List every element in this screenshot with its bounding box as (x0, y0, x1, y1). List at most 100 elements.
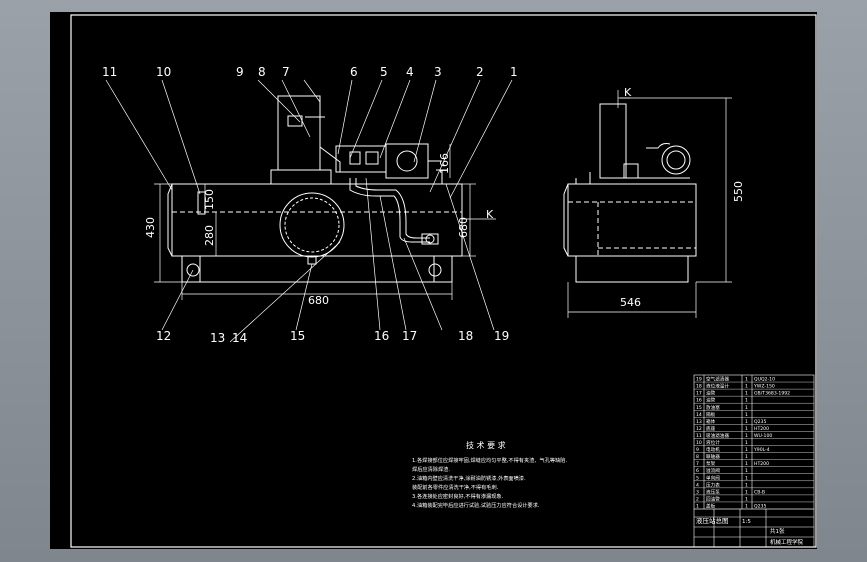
tb-cell-name: 泵架 (706, 461, 716, 467)
dim-side-width: 546 (620, 296, 641, 309)
balloon-14: 14 (232, 331, 247, 345)
tb-cell-qty: 1 (745, 504, 748, 510)
balloon-4: 4 (406, 65, 414, 79)
tb-cell-name: 空气滤清器 (706, 376, 729, 383)
tb-cell-note: GB/T3683-1992 (754, 391, 790, 397)
balloon-2: 2 (476, 65, 484, 79)
tb-cell-note: QUQ2-10 (754, 377, 775, 383)
tech-line: 2.油箱内壁应清洗干净,涂耐油防锈漆,外表面喷漆. (412, 474, 526, 482)
tb-cell-name: 盖板 (706, 503, 716, 510)
side-tank (567, 183, 697, 257)
balloon-13: 13 (210, 331, 225, 345)
base-skid (181, 255, 453, 283)
return-pipe (349, 178, 430, 243)
tb-cell-name: 液位计 (706, 439, 720, 446)
tech-line: 装配前各零件应清洗干净,不得有毛刺. (412, 483, 499, 491)
tb-cell-name: 电动机 (706, 446, 720, 453)
tb-cell-qty: 1 (745, 419, 748, 425)
balloon-10: 10 (156, 65, 171, 79)
tb-cell-qty: 1 (745, 447, 748, 453)
tech-line: 1.各焊接部位应焊接牢固,焊缝应均匀平整,不得有夹渣、气孔等缺陷. (412, 456, 567, 464)
tb-cell-qty: 1 (745, 426, 748, 432)
tb-cell-no: 18 (696, 384, 702, 390)
tb-cell-no: 15 (696, 405, 702, 411)
tb-cell-note: Q235 (754, 419, 766, 425)
balloon-7: 7 (282, 65, 290, 79)
tb-cell-no: 3 (696, 489, 699, 495)
tb-scale: 1:5 (742, 519, 751, 525)
tb-cell-note: CB-B (754, 489, 765, 495)
tb-drawing-title: 液压站总图 (696, 516, 729, 525)
tb-cell-qty: 1 (745, 405, 748, 411)
balloon-11: 11 (102, 65, 117, 79)
tb-cell-note: HT200 (754, 461, 769, 467)
dim-166: 166 (438, 153, 451, 174)
balloon-12: 12 (156, 329, 171, 343)
base-bolt-right (428, 263, 442, 277)
inspection-cover (279, 192, 345, 258)
tb-cell-qty: 1 (745, 440, 748, 446)
base-bolt-left (186, 263, 200, 277)
tb-cell-no: 9 (696, 447, 699, 453)
tb-cell-note: WU-100 (754, 433, 772, 439)
balloon-19: 19 (494, 329, 509, 343)
pump-bracket (270, 169, 332, 185)
front-dimensions (154, 144, 496, 300)
tb-cell-name: 放油塞 (706, 404, 720, 411)
side-pump-coupling (661, 145, 691, 175)
tb-cell-name: 隔板 (706, 411, 716, 418)
tb-cell-name: 联轴器 (706, 453, 720, 460)
dim-280: 280 (203, 225, 216, 246)
tb-cell-no: 4 (696, 482, 699, 488)
tech-line: 3.各连接处应密封良好,不得有渗漏现象. (412, 492, 504, 500)
dim-150: 150 (203, 189, 216, 210)
balloon-9: 9 (236, 65, 244, 79)
dim-height: 430 (144, 217, 157, 238)
tb-cell-note: Q235 (754, 504, 766, 510)
tb-cell-name: 回油管 (706, 495, 720, 502)
tb-cell-note: HT200 (754, 426, 769, 432)
balloon-8: 8 (258, 65, 266, 79)
motor-housing (277, 95, 321, 171)
tb-cell-name: 吸油滤油器 (706, 432, 729, 439)
tech-line: 4.油箱装配完毕后应进行试验,试验压力应符合设计要求. (412, 501, 540, 509)
tb-cell-qty: 1 (745, 398, 748, 404)
hydraulic-pump (385, 143, 429, 179)
tb-cell-name: 油管 (706, 390, 716, 397)
dim-right-680: 680 (457, 217, 470, 238)
side-base (575, 255, 689, 283)
tb-cell-no: 19 (696, 377, 702, 383)
balloon-18: 18 (458, 329, 473, 343)
tb-cell-name: 油管 (706, 397, 716, 404)
balloon-15: 15 (290, 329, 305, 343)
tb-cell-no: 14 (696, 412, 702, 418)
section-k-side: K (624, 86, 632, 99)
tb-cell-qty: 1 (745, 412, 748, 418)
tech-line: 焊后应清除焊渣. (412, 465, 450, 473)
dim-side-height: 550 (732, 181, 745, 202)
tb-cell-qty: 1 (745, 384, 748, 390)
tb-cell-qty: 1 (745, 377, 748, 383)
balloon-16: 16 (374, 329, 389, 343)
front-view (167, 95, 463, 283)
balloon-17: 17 (402, 329, 417, 343)
tb-cell-name: 液位液温计 (706, 383, 729, 390)
tb-cell-no: 12 (696, 426, 702, 432)
tb-cell-name: 溢流阀 (706, 467, 720, 474)
side-view (563, 103, 697, 283)
tb-sheet: 共1张 (770, 527, 785, 535)
tb-cell-qty: 1 (745, 468, 748, 474)
tb-cell-qty: 1 (745, 475, 748, 481)
tb-cell-qty: 1 (745, 391, 748, 397)
drawing-frame (70, 14, 817, 548)
side-motor (599, 103, 627, 179)
tb-cell-no: 6 (696, 468, 699, 474)
tb-org: 机械工程学院 (770, 538, 804, 546)
balloon-3: 3 (434, 65, 442, 79)
tb-cell-qty: 1 (745, 433, 748, 439)
tb-cell-no: 10 (696, 440, 702, 446)
